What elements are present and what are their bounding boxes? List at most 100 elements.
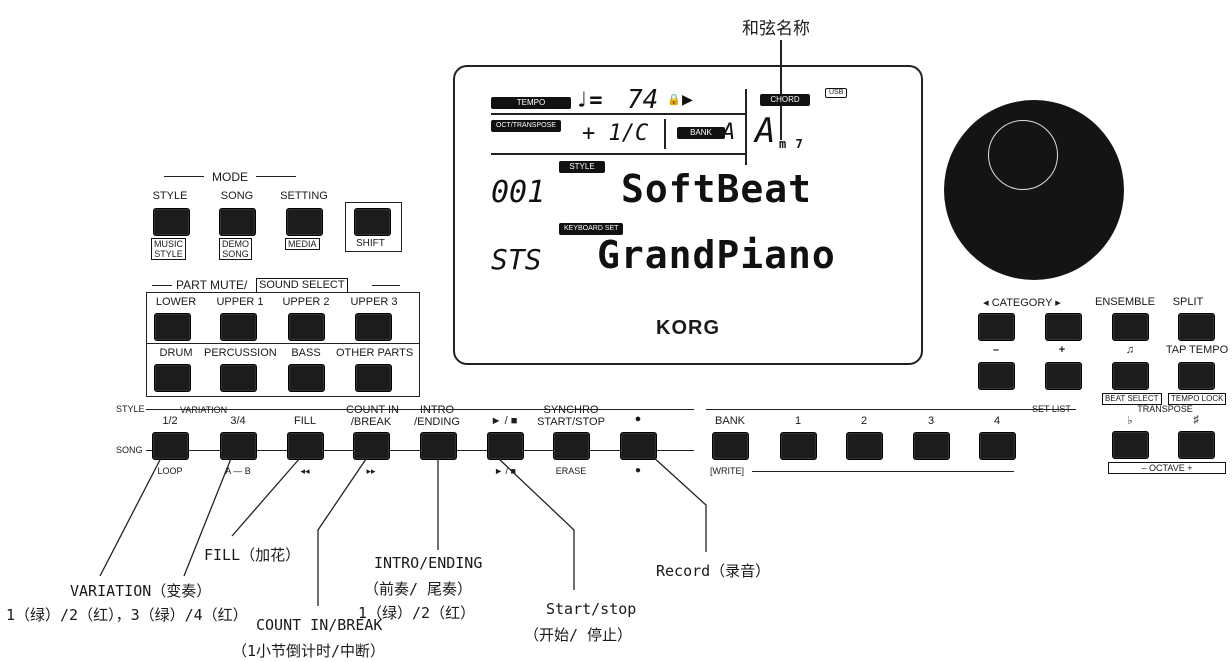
chord-quality: m 7	[779, 137, 804, 151]
record-dot-bottom: ●	[634, 465, 642, 476]
record-button[interactable]	[620, 432, 657, 460]
octave-label: – OCTAVE +	[1108, 462, 1226, 474]
metronome-icon: ♫	[1125, 344, 1135, 356]
mode-style-label: STYLE	[152, 190, 188, 202]
synchro-label: SYNCHRO START/STOP	[537, 404, 605, 428]
rewind-label: ◂◂	[300, 466, 310, 476]
play-icon: ▶	[682, 89, 694, 110]
variation-34-button[interactable]	[220, 432, 257, 460]
display-bezel: TEMPO ♩= 74 🔒 ▶ CHORD USB OCT/TRANSPOSE …	[453, 65, 923, 365]
count-in-label: COUNT IN /BREAK	[346, 404, 399, 428]
setlist-3-button[interactable]	[913, 432, 950, 460]
plus-button[interactable]	[1045, 362, 1082, 390]
setlist-rule	[706, 409, 1076, 410]
intro-detail-annotation: 1（绿）/2（红）	[358, 604, 476, 622]
count-in-annotation: COUNT IN/BREAK	[256, 616, 383, 634]
chord-name-callout: 和弦名称	[742, 19, 810, 39]
mode-rule-left	[164, 176, 204, 177]
record-dot-label: ●	[634, 413, 642, 425]
lcd-divider-h2	[491, 153, 745, 155]
fill-button[interactable]	[287, 432, 324, 460]
style-row-rule	[146, 409, 694, 410]
erase-label: ERASE	[555, 466, 587, 476]
count-in-leader	[317, 455, 369, 606]
bank-value: A	[722, 120, 736, 145]
ab-label: A — B	[225, 466, 251, 476]
percussion-button[interactable]	[220, 364, 257, 392]
category-prev-button[interactable]	[978, 313, 1015, 341]
usb-icon: USB	[825, 88, 848, 98]
keyboard-set-number: STS	[491, 243, 542, 276]
fill-label: FILL	[293, 415, 316, 427]
upper2-button[interactable]	[288, 313, 325, 341]
bank-label: BANK	[715, 415, 745, 427]
mode-setting-label: SETTING	[280, 190, 328, 202]
bank-tag: BANK	[677, 127, 725, 139]
style-row-label: STYLE	[116, 404, 145, 414]
record-leader	[651, 455, 707, 552]
lcd-divider-h1	[491, 113, 745, 115]
chord-callout-line	[780, 40, 782, 140]
chord-root: A	[755, 111, 776, 151]
drum-button[interactable]	[154, 364, 191, 392]
tap-tempo-button[interactable]	[1178, 362, 1215, 390]
style-name: SoftBeat	[621, 167, 813, 211]
tempo-value: 74	[627, 85, 659, 115]
mode-style-button[interactable]	[153, 208, 190, 236]
start-stop-label: ► / ■	[490, 415, 518, 427]
variation-label: VARIATION	[180, 405, 228, 415]
part-mute-title: PART MUTE/	[176, 278, 248, 292]
setlist-3-label: 3	[927, 415, 935, 427]
value-dial[interactable]	[944, 100, 1124, 280]
variation-leader-2	[183, 455, 233, 577]
part-rule-right	[372, 285, 400, 286]
song-row-label: SONG	[116, 445, 143, 455]
variation-leader-1	[99, 455, 163, 577]
bank-button[interactable]	[712, 432, 749, 460]
category-next-button[interactable]	[1045, 313, 1082, 341]
minus-button[interactable]	[978, 362, 1015, 390]
variation-annotation: VARIATION（变奏）	[70, 582, 212, 600]
sharp-label: ♯	[1193, 414, 1199, 426]
start-stop-button[interactable]	[487, 432, 524, 460]
ensemble-button[interactable]	[1112, 313, 1149, 341]
transpose-sharp-button[interactable]	[1178, 431, 1215, 459]
shift-button[interactable]	[354, 208, 391, 236]
percussion-label: PERCUSSION	[204, 347, 277, 359]
count-in-break-button[interactable]	[353, 432, 390, 460]
style-number: 001	[491, 175, 546, 210]
intro-ending-button[interactable]	[420, 432, 457, 460]
transpose-flat-button[interactable]	[1112, 431, 1149, 459]
lower-button[interactable]	[154, 313, 191, 341]
mode-song-button[interactable]	[219, 208, 256, 236]
forward-label: ▸▸	[366, 466, 376, 476]
mode-setting-button[interactable]	[286, 208, 323, 236]
start-stop-leader	[497, 457, 575, 590]
metronome-button[interactable]	[1112, 362, 1149, 390]
oct-transpose-tag: OCT/TRANSPOSE	[491, 120, 561, 132]
intro-cn-annotation: （前奏/ 尾奏）	[364, 580, 473, 598]
setlist-4-button[interactable]	[979, 432, 1016, 460]
bass-button[interactable]	[288, 364, 325, 392]
loop-label: LOOP	[157, 466, 183, 476]
media-label: MEDIA	[285, 238, 320, 250]
setlist-2-label: 2	[860, 415, 868, 427]
other-parts-button[interactable]	[355, 364, 392, 392]
lcd-divider-small	[664, 119, 666, 149]
split-button[interactable]	[1178, 313, 1215, 341]
var12-label: 1/2	[162, 415, 178, 427]
setlist-1-button[interactable]	[780, 432, 817, 460]
setlist-2-button[interactable]	[846, 432, 883, 460]
count-in-detail-annotation: （1小节倒计时/中断）	[232, 642, 386, 660]
variation-12-button[interactable]	[152, 432, 189, 460]
minus-label: –	[992, 344, 1000, 356]
category-label: ◂ CATEGORY ▸	[983, 297, 1061, 309]
dial-finger-dimple	[988, 120, 1058, 190]
upper1-button[interactable]	[220, 313, 257, 341]
play-stop-label: ► / ■	[494, 466, 516, 476]
start-stop-cn-annotation: （开始/ 停止）	[524, 626, 633, 644]
drum-label: DRUM	[159, 347, 193, 359]
oct-value: + 1/C	[582, 121, 649, 146]
upper3-button[interactable]	[355, 313, 392, 341]
synchro-button[interactable]	[553, 432, 590, 460]
